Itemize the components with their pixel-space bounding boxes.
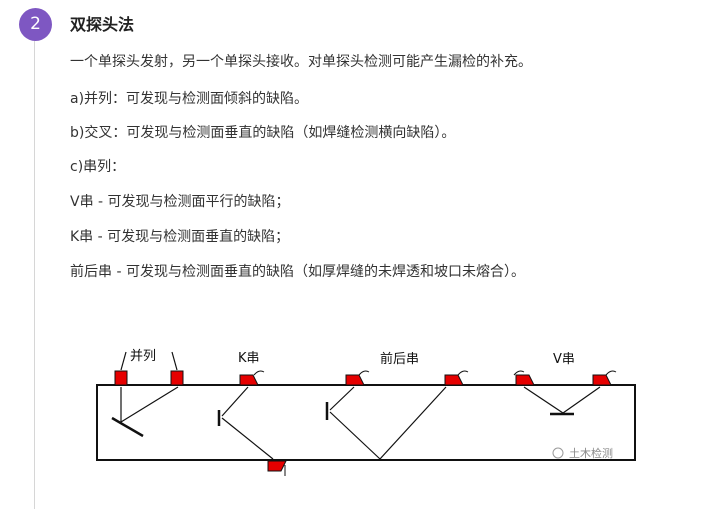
section-title: 双探头法 [70, 15, 135, 34]
paragraph-front-back: 前后串 - 可发现与检测面垂直的缺陷（如厚焊缝的未焊透和坡口未熔合）。 [70, 264, 525, 280]
step-number-badge: 2 [19, 8, 52, 41]
dual-probe-diagram: 并列 K串 前后串 V串 土木检测 [96, 349, 636, 476]
beam-path [379, 386, 447, 460]
paragraph-v-series: V串 - 可发现与检测面平行的缺陷； [70, 194, 290, 210]
label-k-series: K串 [238, 351, 260, 366]
beam-path [221, 386, 249, 417]
paragraph-intro: 一个单探头发射，另一个单探头接收。对单探头检测可能产生漏检的补充。 [70, 54, 532, 70]
probe-cable [358, 370, 370, 376]
probe-front [345, 374, 365, 386]
probe-back [444, 374, 464, 386]
label-front-back: 前后串 [380, 351, 419, 367]
probe-cable [605, 370, 617, 376]
paragraph-series: c)串列： [70, 159, 126, 175]
probe-cable [457, 370, 469, 376]
paragraph-k-series: K串 - 可发现与检测面垂直的缺陷； [70, 229, 290, 245]
watermark: 土木检测 [552, 446, 613, 460]
beam-path [523, 386, 564, 414]
inclined-defect [111, 416, 144, 438]
watermark-text: 土木检测 [569, 446, 613, 460]
beam-path [329, 411, 381, 460]
label-v-series: V串 [553, 352, 575, 367]
probe-parallel-receiver [170, 370, 184, 386]
leader-line [171, 351, 178, 371]
probe-cable [253, 370, 265, 376]
probe-v-left [515, 374, 535, 386]
probe-parallel-transmitter [114, 370, 128, 386]
probe-v-right [592, 374, 612, 386]
probe-k-bottom [267, 460, 287, 472]
probe-cable [513, 370, 525, 376]
watermark-icon [552, 447, 564, 459]
paragraph-cross: b)交叉：可发现与检测面垂直的缺陷（如焊缝检测横向缺陷）。 [70, 125, 456, 141]
specimen-block [96, 384, 636, 461]
probe-k-top [239, 374, 259, 386]
beam-path [562, 386, 601, 414]
label-parallel: 并列 [130, 349, 156, 364]
beam-path [329, 386, 355, 411]
paragraph-parallel: a)并列：可发现与检测面倾斜的缺陷。 [70, 91, 309, 107]
timeline-line [34, 36, 35, 509]
beam-path [221, 417, 274, 460]
leader-line [120, 351, 127, 371]
beam-path [120, 386, 179, 423]
